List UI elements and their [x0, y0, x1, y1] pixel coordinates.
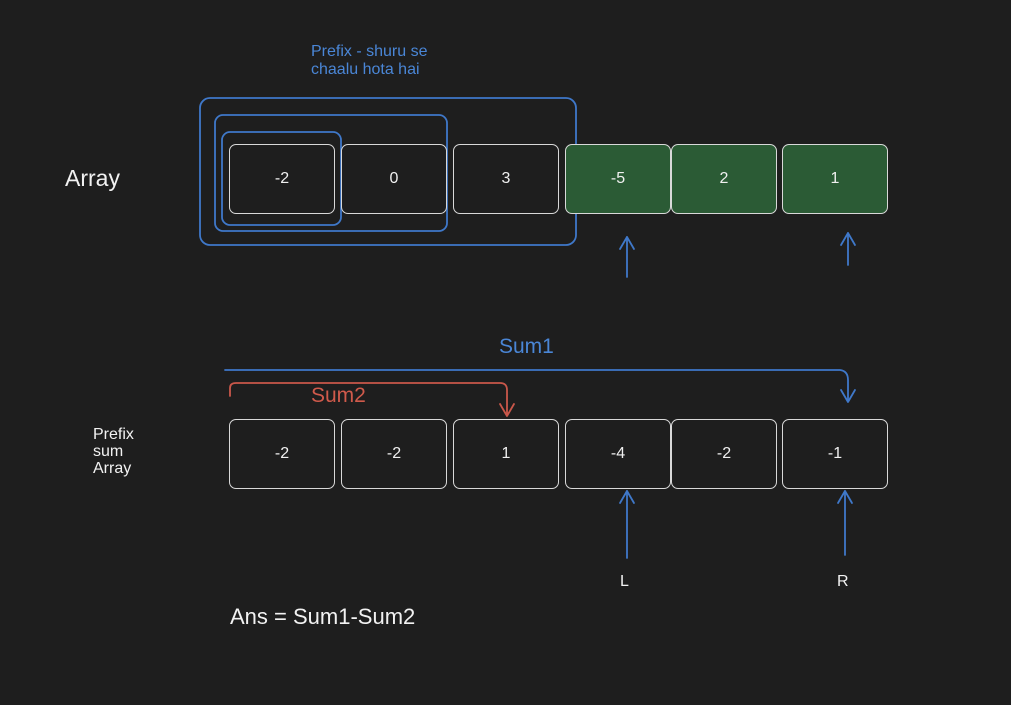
prefix-note-line1: Prefix - shuru se: [311, 43, 428, 60]
sum2-bracket: [229, 382, 508, 415]
prefix-label: Prefix sum Array: [93, 426, 134, 477]
prefix-arrow-r: [837, 490, 853, 556]
prefix-cell-3: -4: [565, 419, 671, 489]
sum2-label: Sum2: [311, 384, 366, 407]
sum1-label: Sum1: [499, 335, 554, 358]
array-cell-2: 3: [453, 144, 559, 214]
array-cell-4: 2: [671, 144, 777, 214]
sum2-arrowhead: [499, 403, 515, 417]
array-arrow-r: [840, 232, 856, 266]
prefix-cell-4: -2: [671, 419, 777, 489]
array-label: Array: [65, 165, 120, 191]
answer-text: Ans = Sum1-Sum2: [230, 604, 416, 629]
prefix-label-line3: Array: [93, 460, 132, 477]
prefix-cell-1: -2: [341, 419, 447, 489]
prefix-note-line2: chaalu hota hai: [311, 61, 420, 78]
prefix-note: Prefix - shuru se chaalu hota hai: [311, 43, 427, 79]
array-cell-1: 0: [341, 144, 447, 214]
array-arrow-l: [619, 236, 635, 278]
prefix-cell-5: -1: [782, 419, 888, 489]
prefix-cell-2: 1: [453, 419, 559, 489]
l-label: L: [620, 573, 629, 590]
r-label: R: [837, 573, 849, 590]
prefix-label-line1: Prefix: [93, 426, 134, 443]
array-cell-5: 1: [782, 144, 888, 214]
array-cell-3: -5: [565, 144, 671, 214]
prefix-cell-0: -2: [229, 419, 335, 489]
prefix-arrow-l: [619, 490, 635, 559]
prefix-label-line2: sum: [93, 443, 124, 460]
array-cell-0: -2: [229, 144, 335, 214]
sum1-arrowhead: [840, 389, 856, 403]
